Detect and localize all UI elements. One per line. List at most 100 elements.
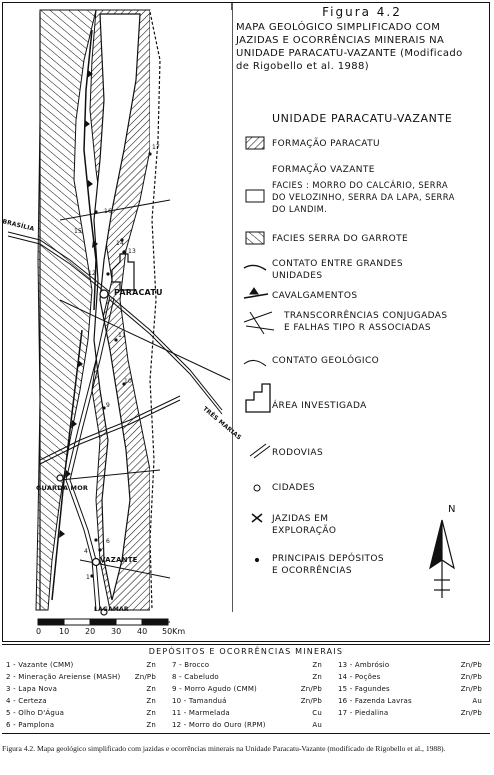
legend-area-investigada: ÁREA INVESTIGADA <box>272 401 367 411</box>
deposit-row: 17 - Piedalina Zn/Pb <box>338 707 482 719</box>
deposit-number: 17 <box>152 144 161 151</box>
legend-unit-title: UNIDADE PARACATU-VAZANTE <box>272 112 453 125</box>
deposit-number: 16 <box>104 208 113 215</box>
legend-contato-grandes: CONTATO ENTRE GRANDES UNIDADES <box>272 258 403 282</box>
deposit-name: 10 - Tamanduá <box>172 697 227 705</box>
deposit-name: 17 - Piedalina <box>338 709 389 717</box>
legend-line: PRINCIPAIS DEPÓSITOS <box>272 554 385 564</box>
deposit-name: 2 - Mineração Areiense (MASH) <box>6 673 121 681</box>
deposit-name: 9 - Morro Agudo (CMM) <box>172 685 257 693</box>
legend-line: JAZIDAS EM <box>272 514 329 524</box>
map-frame <box>2 2 490 642</box>
legend-facies-line: DO LANDIM. <box>272 204 328 214</box>
city-guarda-mor <box>56 474 64 482</box>
figure-title-line: MAPA GEOLÓGICO SIMPLIFICADO COM <box>236 22 441 33</box>
scale-tick: 30 <box>111 627 122 636</box>
label-guarda-mor: GUARDA MOR <box>36 484 89 492</box>
legend-line: TRANSCORRÊNCIAS CONJUGADAS <box>284 311 448 321</box>
label-paracatu: PARACATU <box>114 288 163 297</box>
legend-contato-geologico: CONTATO GEOLÓGICO <box>272 356 380 366</box>
deposit-element: Au <box>312 721 322 729</box>
deposit-name: 12 - Morro do Ouro (RPM) <box>172 721 266 729</box>
deposit-name: 11 - Marmelada <box>172 709 230 717</box>
road-tres-marias <box>109 295 223 411</box>
thrust-fault-1 <box>83 29 97 311</box>
deposit-element: Zn <box>146 709 156 717</box>
figure-title-line: UNIDADE PARACATU-VAZANTE (Modificado <box>236 48 463 59</box>
deposit-element: Zn <box>146 685 156 693</box>
figure-title-line: JAZIDAS E OCORRÊNCIAS MINERAIS NA <box>236 35 445 46</box>
city-paracatu <box>99 289 109 299</box>
deposit-name: 14 - Poções <box>338 673 381 681</box>
figure-caption: Figura 4.2. Mapa geológico simplificado … <box>2 744 446 753</box>
deposit-name: 13 - Ambrósio <box>338 661 390 669</box>
western-garrote-unit <box>35 9 97 611</box>
scale-tick: 40 <box>137 627 148 636</box>
deposit-row: 9 - Morro Agudo (CMM) Zn/Pb <box>172 683 322 695</box>
scale-tick: 20 <box>85 627 96 636</box>
deposit-number: 11 <box>118 332 127 339</box>
legend-facies-line: DO VELOZINHO, SERRA DA LAPA, SERRA <box>272 192 455 202</box>
deposit-name: 16 - Fazenda Lavras <box>338 697 412 705</box>
figure-title-line: de Rigobello et al. 1988) <box>236 61 370 72</box>
deposit-number: 13 <box>128 248 137 255</box>
scale-tick: 0 <box>36 627 42 636</box>
scale-tick: 50Km <box>162 627 186 636</box>
legend-rodovias: RODOVIAS <box>272 448 324 458</box>
deposit-row: 1 - Vazante (CMM)Zn <box>6 659 156 671</box>
legend-symbols <box>243 136 275 563</box>
road-south <box>65 295 111 611</box>
deposit-name: 15 - Fagundes <box>338 685 390 693</box>
legend-facies: FACIES : MORRO DO CALCÁRIO, SERRA DO VEL… <box>272 179 455 215</box>
legend-jazidas: JAZIDAS EM EXPLORAÇÃO <box>272 513 336 537</box>
deposit-number: 12 <box>88 270 97 277</box>
deposit-row: 5 - Olho D'Água Zn <box>6 707 156 719</box>
deposit-element: Zn <box>146 697 156 705</box>
deposit-row: 16 - Fazenda Lavras Au <box>338 695 482 707</box>
deposit-name: 5 - Olho D'Água <box>6 709 65 717</box>
legend-principais: PRINCIPAIS DEPÓSITOS E OCORRÊNCIAS <box>272 553 384 577</box>
legend-line: E FALHAS TIPO R ASSOCIADAS <box>284 323 432 333</box>
deposit-name: 1 - Vazante (CMM) <box>6 661 74 669</box>
eastern-edge <box>149 11 161 611</box>
deposit-number: 9 <box>106 402 111 409</box>
deposit-element: Zn <box>146 721 156 729</box>
deposit-element: Zn/Pb <box>460 685 482 693</box>
legend-cavalgamentos: CAVALGAMENTOS <box>272 291 358 301</box>
deposit-row: 10 - Tamanduá Zn/Pb <box>172 695 322 707</box>
deposit-element: Zn <box>312 661 322 669</box>
legend-facies-line: FACIES : MORRO DO CALCÁRIO, SERRA <box>272 180 448 190</box>
scale-bar <box>37 618 170 626</box>
deposit-element: Zn/Pb <box>300 685 322 693</box>
figure-title-block: Figura 4.2 MAPA GEOLÓGICO SIMPLIFICADO C… <box>236 6 488 73</box>
deposit-element: Zn/Pb <box>300 697 322 705</box>
deposit-element: Zn/Pb <box>134 673 156 681</box>
legend-cidades: CIDADES <box>272 483 315 493</box>
deposit-element: Zn/Pb <box>460 709 482 717</box>
deposit-number: 10 <box>124 378 133 385</box>
deposit-row: 12 - Morro do Ouro (RPM) Au <box>172 719 322 731</box>
deposit-row: 15 - Fagundes Zn/Pb <box>338 683 482 695</box>
legend-line: EXPLORAÇÃO <box>272 526 337 536</box>
deposit-name: 8 - Cabeludo <box>172 673 219 681</box>
deposit-element: Au <box>472 697 482 705</box>
scale-tick: 10 <box>59 627 70 636</box>
legend-formacao-vazante: FORMAÇÃO VAZANTE <box>272 165 375 175</box>
deposit-number: 1 <box>86 574 91 581</box>
deposit-name: 3 - Lapa Nova <box>6 685 58 693</box>
legend-facies-garrote: FACIES SERRA DO GARROTE <box>272 234 409 244</box>
deposit-row: 3 - Lapa Nova Zn <box>6 683 156 695</box>
deposit-number: 6 <box>106 538 111 545</box>
label-vazante: VAZANTE <box>100 556 138 564</box>
figure-label: Figura 4.2 <box>322 5 402 19</box>
north-label: N <box>448 504 456 515</box>
legend-transcorrencias: TRANSCORRÊNCIAS CONJUGADAS E FALHAS TIPO… <box>284 310 447 334</box>
